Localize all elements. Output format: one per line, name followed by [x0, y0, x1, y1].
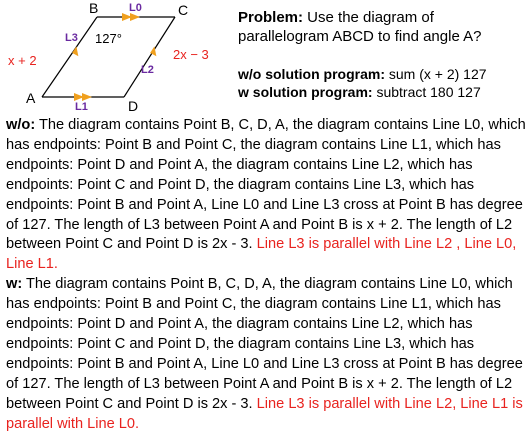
explanation-with-text: The diagram contains Point B, C, D, A, t…	[6, 276, 523, 412]
line-l3	[41, 16, 98, 98]
line-label-l3: L3	[65, 32, 78, 44]
solution-with-program: w solution program: subtract 180 127	[238, 83, 528, 101]
length-label-l3: x + 2	[8, 53, 37, 68]
explanation-without-text: The diagram contains Point B, C, D, A, t…	[6, 117, 526, 253]
explanation-without: w/o: The diagram contains Point B, C, D,…	[6, 116, 528, 275]
solution-with-label: w solution program:	[238, 84, 373, 100]
explanation-with-label: w:	[6, 276, 23, 293]
parallel-arrow-l3	[72, 46, 79, 57]
parallelogram-diagram: B C A D L0 L1 L2 L3 127° x + 2 2x − 3	[8, 0, 209, 114]
solution-without-label: w/o solution program:	[238, 66, 385, 82]
solution-without-program: w/o solution program: sum (x + 2) 127	[238, 65, 528, 83]
parallel-arrow-l1	[74, 93, 92, 101]
point-label-d: D	[128, 98, 138, 114]
line-label-l1: L1	[75, 101, 88, 113]
line-label-l0: L0	[129, 2, 142, 14]
point-label-c: C	[178, 2, 188, 18]
parallel-arrow-l2	[150, 46, 157, 57]
problem-statement: Problem: Use the diagram of parallelogra…	[238, 8, 524, 46]
explanation-without-highlight: Line L3 is parallel with Line L2 , Line …	[6, 236, 517, 273]
explanation-with: w: The diagram contains Point B, C, D, A…	[6, 275, 528, 434]
point-label-a: A	[26, 90, 36, 106]
explanation-without-label: w/o:	[6, 117, 36, 133]
solution-without-text: sum (x + 2) 127	[385, 66, 487, 82]
line-l2	[123, 16, 176, 98]
problem-label: Problem:	[238, 9, 304, 26]
point-label-b: B	[89, 0, 98, 16]
line-label-l2: L2	[141, 64, 154, 76]
length-label-l2: 2x − 3	[173, 47, 209, 62]
explanations: w/o: The diagram contains Point B, C, D,…	[6, 116, 528, 435]
parallel-arrow-l0	[122, 13, 140, 21]
solution-programs: w/o solution program: sum (x + 2) 127 w …	[238, 65, 528, 101]
problem-text: Use the diagram of parallelogram ABCD to…	[238, 9, 482, 45]
explanation-with-highlight: Line L3 is parallel with Line L2, Line L…	[6, 395, 523, 432]
solution-with-text: subtract 180 127	[372, 84, 481, 100]
angle-label-b: 127°	[95, 31, 122, 46]
